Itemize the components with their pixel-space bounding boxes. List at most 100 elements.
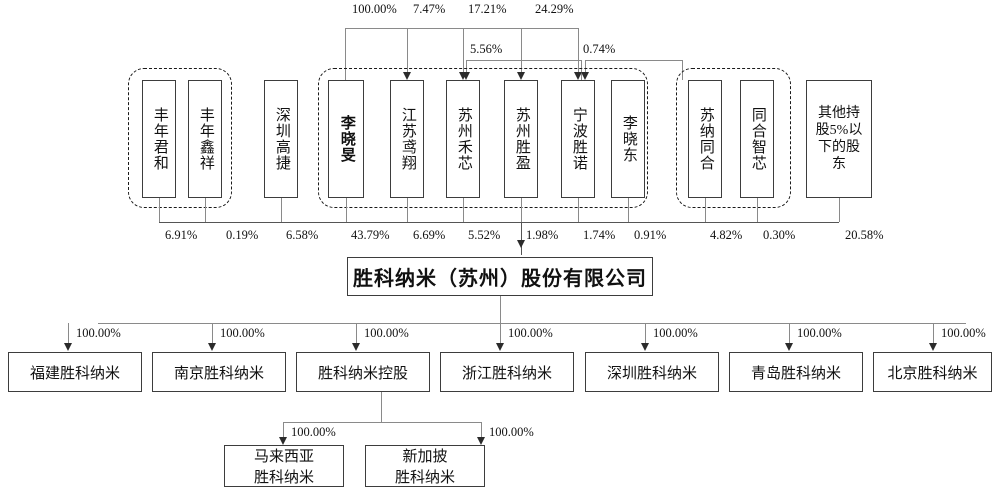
shareholder-box-fengnianxinxiang[interactable]: 丰年鑫祥: [188, 80, 222, 198]
arrow-fujian: [63, 343, 72, 351]
subsidiary-box-fujian[interactable]: 福建胜科纳米: [8, 352, 142, 392]
pct-ningboshengnuo: 1.74%: [583, 228, 616, 242]
down-ningboshengnuo: [578, 198, 580, 222]
second-riser-a1: [466, 60, 468, 74]
pct-other-under-5pct: 20.58%: [845, 228, 884, 242]
subsidiary-box-shenzhen[interactable]: 深圳胜科纳米: [585, 352, 719, 392]
grandchild-singapore-line2: 胜科纳米: [394, 470, 455, 486]
subsidiary-box-zhejiang[interactable]: 浙江胜科纳米: [440, 352, 574, 392]
top-pct-100: 100.00%: [352, 2, 397, 16]
down-shenzhengaojie: [281, 198, 283, 222]
pct-sub-fujian: 100.00%: [76, 326, 121, 340]
group-frame-fengnian: [128, 68, 232, 208]
pct-suzhoushengying: 1.98%: [526, 228, 559, 242]
riser-shenzhen: [645, 323, 647, 345]
second-arrow-b1: [580, 72, 589, 80]
top-riser-suzhoushengying: [521, 28, 523, 74]
top-arrow-suzhoushengying: [516, 72, 525, 80]
grandchild-malaysia-line2: 胜科纳米: [253, 470, 314, 486]
main-company-box[interactable]: 胜科纳米（苏州）股份有限公司: [347, 257, 653, 296]
grandchild-singapore-line1: 新加披: [402, 449, 448, 465]
riser-fujian: [68, 323, 70, 345]
shareholder-box-suzhouhexin[interactable]: 苏州禾芯: [446, 80, 480, 198]
arrow-konggu: [351, 343, 360, 351]
riser-zhejiang: [500, 323, 502, 345]
company-inflow-line: [521, 222, 523, 255]
down-fengnianjunhe: [159, 198, 161, 222]
top-riser-suzhouhexin: [463, 28, 465, 74]
shareholder-box-lixiaomin[interactable]: 李晓旻: [328, 80, 364, 198]
second-bus-line-a: [466, 60, 581, 62]
top-pct-2429: 24.29%: [535, 2, 574, 16]
pct-sub-beijing: 100.00%: [941, 326, 986, 340]
riser-nanjing: [212, 323, 214, 345]
top-bus-line: [345, 28, 578, 30]
pct-sub-qingdao: 100.00%: [797, 326, 842, 340]
pct-lixiaomin: 43.79%: [351, 228, 390, 242]
top-pct-747: 7.47%: [413, 2, 446, 16]
second-riser-a2: [581, 60, 583, 80]
arrow-beijing: [928, 343, 937, 351]
shareholder-box-sunatonghe[interactable]: 苏纳同合: [688, 80, 722, 198]
second-bus-line-b: [585, 60, 682, 62]
subsidiary-box-nanjing[interactable]: 南京胜科纳米: [152, 352, 286, 392]
top-riser-source: [345, 28, 347, 80]
pct-grandchild-singapore: 100.00%: [489, 425, 534, 439]
shareholder-box-other-under-5pct[interactable]: 其他持股5%以下的股东: [806, 80, 872, 198]
down-lixiaomin: [346, 198, 348, 222]
second-arrow-a1: [461, 72, 470, 80]
arrow-qingdao: [784, 343, 793, 351]
arrow-nanjing: [207, 343, 216, 351]
down-suzhouhexin: [463, 198, 465, 222]
down-other-under-5pct: [839, 198, 841, 222]
shareholder-box-ningboshengnuo[interactable]: 宁波胜诺: [561, 80, 595, 198]
riser-qingdao: [789, 323, 791, 345]
pct-sunatonghe: 4.82%: [710, 228, 743, 242]
second-riser-b1: [585, 60, 587, 74]
grandchild-box-singapore[interactable]: 新加披 胜科纳米: [365, 445, 485, 487]
shareholder-box-shenzhengaojie[interactable]: 深圳高捷: [264, 80, 298, 198]
down-jiangsuyuanxiang: [407, 198, 409, 222]
arrow-singapore: [476, 437, 485, 445]
down-suzhoushengying: [521, 198, 523, 222]
pct-fengnianxinxiang: 0.19%: [226, 228, 259, 242]
shareholder-box-lixiaodong[interactable]: 李晓东: [611, 80, 645, 198]
arrow-malaysia: [278, 437, 287, 445]
top-arrow-ningboshengnuo: [573, 72, 582, 80]
riser-singapore: [481, 422, 483, 440]
shareholder-collector-bus: [159, 222, 839, 224]
group-frame-sunatonghe: [676, 68, 791, 208]
top-pct-074: 0.74%: [583, 42, 616, 56]
pct-sub-nanjing: 100.00%: [220, 326, 265, 340]
shareholder-box-tonghezhixin[interactable]: 同合智芯: [740, 80, 774, 198]
top-pct-1721: 17.21%: [468, 2, 507, 16]
company-inflow-arrow: [516, 240, 525, 248]
riser-konggu: [356, 323, 358, 345]
down-fengnianxinxiang: [205, 198, 207, 222]
pct-tonghezhixin: 0.30%: [763, 228, 796, 242]
subsidiary-box-konggu[interactable]: 胜科纳米控股: [296, 352, 430, 392]
subsidiary-box-qingdao[interactable]: 青岛胜科纳米: [729, 352, 863, 392]
shareholder-box-jiangsuyuanxiang[interactable]: 江苏鸢翔: [390, 80, 424, 198]
top-arrow-jiangsu: [402, 72, 411, 80]
shareholder-box-fengnianjunhe[interactable]: 丰年君和: [142, 80, 176, 198]
top-riser-jiangsu: [407, 28, 409, 74]
grandchild-feed-line: [381, 392, 383, 422]
pct-shenzhengaojie: 6.58%: [286, 228, 319, 242]
subsidiary-bus: [98, 323, 966, 325]
riser-beijing: [933, 323, 935, 345]
top-riser-ningboshengnuo: [578, 28, 580, 74]
riser-malaysia: [283, 422, 285, 440]
grandchild-box-malaysia[interactable]: 马来西亚 胜科纳米: [224, 445, 344, 487]
subsidiary-feed-line: [500, 296, 502, 323]
arrow-shenzhen: [640, 343, 649, 351]
shareholder-box-suzhoushengying[interactable]: 苏州胜盈: [504, 80, 538, 198]
pct-fengnianjunhe: 6.91%: [165, 228, 198, 242]
pct-suzhouhexin: 5.52%: [468, 228, 501, 242]
subsidiary-box-beijing[interactable]: 北京胜科纳米: [873, 352, 992, 392]
grandchild-malaysia-line1: 马来西亚: [253, 449, 314, 465]
grandchild-bus: [283, 422, 481, 424]
pct-jiangsuyuanxiang: 6.69%: [413, 228, 446, 242]
down-sunatonghe: [705, 198, 707, 222]
